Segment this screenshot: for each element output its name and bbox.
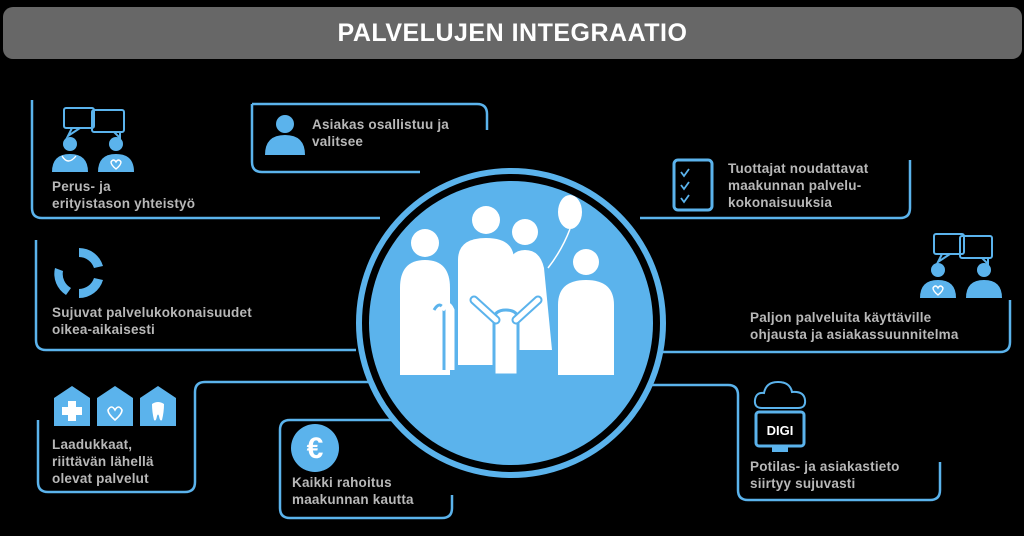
family-circle: [356, 168, 666, 478]
family-icon: [400, 195, 614, 377]
two-people-chat-icon: [920, 233, 1002, 298]
svg-text:DIGI: DIGI: [767, 423, 794, 438]
cycle-arrows-icon: [54, 248, 103, 298]
label-smooth-services: Sujuvat palvelukokonaisuudet oikea-aikai…: [52, 305, 252, 337]
euro-icon: €: [291, 424, 339, 472]
cross-icon: [62, 401, 82, 421]
label-participation: Asiakas osallistuu ja valitsee: [312, 117, 450, 149]
svg-text:€: €: [307, 432, 324, 465]
label-funding: Kaikki rahoitus maakunnan kautta: [292, 475, 414, 507]
page-title: PALVELUJEN INTEGRAATIO: [3, 7, 1022, 59]
label-guidance: Paljon palveluita käyttäville ohjausta j…: [750, 310, 959, 342]
tooth-icon: [152, 402, 164, 421]
label-quality: Laadukkaat, riittävän lähellä olevat pal…: [52, 437, 154, 486]
digi-cloud-icon: DIGI: [753, 380, 807, 452]
label-providers: Tuottajat noudattavat maakunnan palvelu-…: [728, 161, 869, 210]
heart-icon: [107, 406, 123, 422]
label-data: Potilas- ja asiakastieto siirtyy sujuvas…: [750, 459, 900, 491]
checklist-icon: [672, 158, 714, 212]
person-icon: [265, 115, 305, 155]
label-cooperation: Perus- ja erityistason yhteistyö: [52, 179, 196, 211]
doctor-patient-chat-icon: [52, 107, 134, 172]
health-houses-icon: [54, 386, 176, 426]
